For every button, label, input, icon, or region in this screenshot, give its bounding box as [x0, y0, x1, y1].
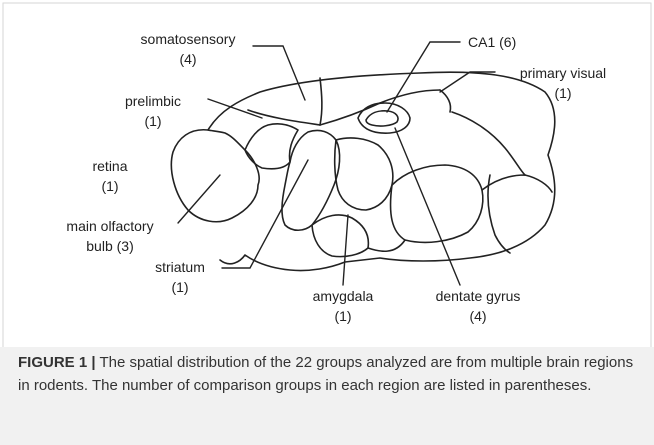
label-olfactory-bulb-line2: bulb (3) [86, 238, 133, 254]
leader-prelimbic [208, 99, 262, 118]
brain-outline [171, 72, 554, 270]
label-striatum-count: (1) [171, 279, 188, 295]
olfactory-bulb-outline [171, 130, 259, 222]
label-dentate-gyrus-count: (4) [469, 308, 486, 324]
leader-amygdala [343, 215, 348, 285]
amygdala-region [312, 215, 368, 257]
label-prelimbic: prelimbic [125, 93, 181, 109]
leader-primary-visual [440, 72, 495, 92]
cerebellum-line-1 [482, 175, 552, 192]
label-primary-visual: primary visual [520, 65, 606, 81]
label-retina: retina [92, 158, 127, 174]
label-dentate-gyrus: dentate gyrus [436, 288, 521, 304]
leader-striatum [222, 160, 308, 268]
midbrain-region [391, 165, 483, 242]
label-amygdala-count: (1) [334, 308, 351, 324]
leader-olfactory-bulb [178, 175, 220, 223]
thalamus-region [335, 138, 393, 210]
hippocampus-outline [358, 103, 410, 133]
label-amygdala: amygdala [313, 288, 374, 304]
label-striatum: striatum [155, 259, 205, 275]
label-retina-count: (1) [101, 178, 118, 194]
label-somatosensory: somatosensory [141, 31, 236, 47]
label-somatosensory-count: (4) [179, 51, 196, 67]
caption-text: The spatial distribution of the 22 group… [18, 354, 633, 394]
label-prelimbic-count: (1) [144, 113, 161, 129]
figure-caption: FIGURE 1 | The spatial distribution of t… [18, 351, 638, 397]
cortex-line-2 [320, 78, 322, 125]
cerebellum-line-3 [452, 112, 525, 175]
label-primary-visual-count: (1) [554, 85, 571, 101]
label-olfactory-bulb: main olfactory [66, 218, 153, 234]
label-ca1: CA1 (6) [468, 34, 516, 50]
cortex-line-5 [440, 90, 451, 112]
figure-label: FIGURE 1 | [18, 354, 96, 371]
dentate-gyrus-inner [366, 111, 398, 126]
lower-brainstem [368, 240, 405, 251]
cortex-line-4 [380, 90, 440, 103]
cerebellum-line-2 [488, 175, 510, 253]
